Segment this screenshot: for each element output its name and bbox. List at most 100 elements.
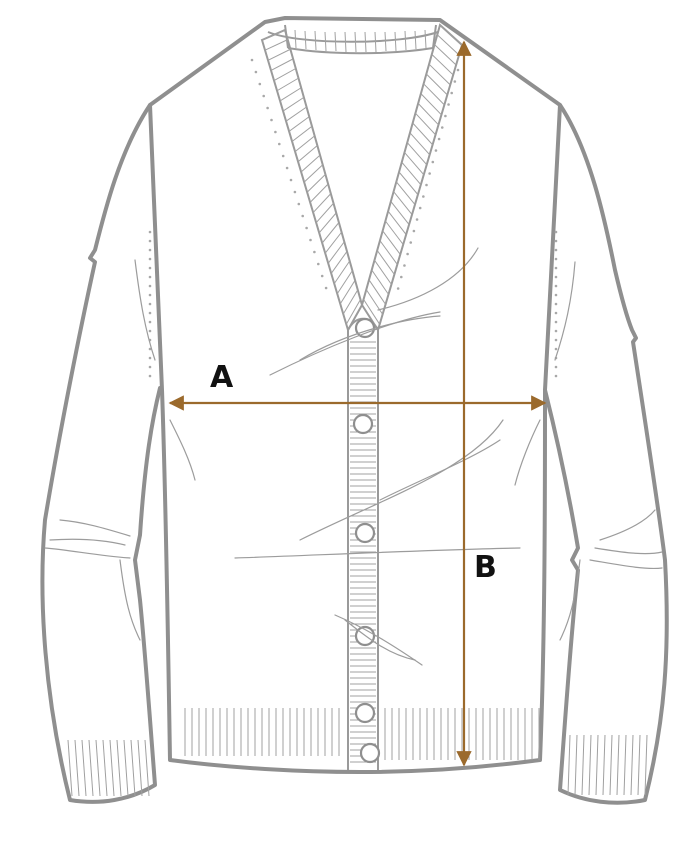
neck-rib bbox=[261, 29, 286, 41]
stitch-dot bbox=[554, 257, 558, 261]
stitch-dot bbox=[453, 80, 457, 83]
cuff-rib bbox=[81, 739, 87, 797]
button bbox=[354, 317, 376, 339]
neck-rib bbox=[395, 181, 416, 205]
stitch-dot bbox=[148, 275, 152, 279]
stitch-dot bbox=[274, 130, 277, 134]
stitch-dot bbox=[444, 114, 447, 118]
neck-rib bbox=[330, 251, 348, 274]
hem-ribbing bbox=[184, 708, 540, 760]
cuff-rib bbox=[137, 739, 143, 797]
neck-rib bbox=[412, 122, 433, 146]
stitch-dot bbox=[148, 284, 152, 288]
neck-rib bbox=[270, 58, 294, 71]
stitch-dot bbox=[148, 293, 152, 297]
neck-rib bbox=[393, 191, 413, 215]
neck-rib bbox=[288, 116, 310, 132]
neck-rib bbox=[309, 183, 329, 203]
neck-rib bbox=[431, 54, 454, 76]
neck-rib bbox=[387, 210, 407, 235]
neck-rib bbox=[385, 220, 404, 245]
cuff-rib bbox=[609, 734, 613, 796]
cardigan-buttons bbox=[352, 317, 381, 764]
neck-rib bbox=[291, 125, 313, 142]
neck-rib bbox=[333, 260, 351, 284]
stitch-dot bbox=[148, 356, 152, 360]
back-collar bbox=[267, 24, 439, 55]
cardigan-illustration bbox=[40, 16, 669, 805]
neck-rib bbox=[379, 240, 398, 265]
neck-rib bbox=[279, 87, 302, 102]
stitch-dot bbox=[301, 214, 305, 218]
neck-rib bbox=[282, 96, 305, 112]
stitch-dot bbox=[554, 302, 558, 306]
cuff-rib bbox=[74, 739, 80, 797]
neck-rib bbox=[336, 270, 353, 295]
stitch-dot bbox=[554, 374, 558, 378]
neck-rib bbox=[420, 93, 442, 116]
neck-rib bbox=[303, 164, 324, 183]
neck-rib bbox=[321, 222, 340, 244]
stitch-dot bbox=[396, 287, 400, 290]
stitch-dot bbox=[554, 347, 558, 351]
stitch-dot bbox=[554, 284, 558, 288]
neck-rib bbox=[306, 174, 326, 193]
neck-rib bbox=[371, 269, 389, 295]
stitch-dot bbox=[554, 239, 558, 243]
neck-rib bbox=[436, 34, 460, 56]
stitch-dot bbox=[415, 218, 419, 221]
neck-rib bbox=[423, 83, 445, 106]
neck-rib bbox=[401, 161, 422, 185]
stitch-dot bbox=[320, 274, 324, 278]
neck-rib bbox=[404, 152, 425, 176]
neck-rib bbox=[434, 44, 457, 66]
neck-rib bbox=[382, 230, 401, 255]
neck-rib bbox=[425, 73, 448, 96]
stitch-dot bbox=[148, 302, 152, 306]
stitch-dot bbox=[148, 311, 152, 315]
stitch-dot bbox=[400, 275, 403, 279]
cuff-rib bbox=[581, 734, 585, 796]
left-neck-band bbox=[260, 28, 364, 333]
stitch-dot bbox=[422, 195, 425, 198]
stitch-dot bbox=[148, 248, 152, 252]
stitch-dot bbox=[412, 229, 416, 233]
neck-rib bbox=[342, 289, 359, 315]
neck-rib bbox=[285, 106, 307, 122]
stitch-dot bbox=[403, 264, 406, 267]
stitch-dot bbox=[418, 206, 422, 210]
stitch-dot bbox=[450, 91, 454, 95]
stitch-dot bbox=[554, 266, 558, 270]
stitch-dot bbox=[554, 338, 558, 342]
stitch-dot bbox=[313, 250, 316, 254]
neck-rib bbox=[374, 259, 392, 285]
button bbox=[354, 522, 376, 544]
neck-rib bbox=[345, 299, 361, 325]
stitch-dot bbox=[554, 329, 558, 333]
stitch-dot bbox=[437, 137, 441, 141]
placket-ribs bbox=[350, 341, 376, 763]
stitch-dot bbox=[270, 118, 273, 122]
neck-rib bbox=[312, 193, 332, 213]
cuff-ribbing bbox=[67, 734, 648, 797]
stitch-dot bbox=[148, 230, 152, 234]
stitch-dot bbox=[266, 106, 269, 110]
stitch-dot bbox=[262, 94, 266, 98]
stitch-dot bbox=[554, 311, 558, 315]
stitch-dot bbox=[148, 347, 152, 351]
neck-rib bbox=[417, 103, 439, 126]
stitch-dot bbox=[258, 82, 262, 86]
fabric-fold-lines bbox=[44, 247, 663, 666]
button bbox=[359, 742, 381, 764]
neck-rib bbox=[327, 241, 345, 264]
neck-rib bbox=[339, 279, 356, 305]
neck-rib bbox=[406, 142, 428, 166]
cuff-rib bbox=[602, 734, 606, 796]
measurement-a-label: A bbox=[210, 360, 234, 395]
neck-rib bbox=[415, 112, 436, 136]
cuff-rib bbox=[88, 739, 94, 797]
stitch-dot bbox=[554, 248, 558, 252]
cardigan-body bbox=[148, 16, 562, 774]
stitch-dot bbox=[285, 166, 289, 170]
stitch-dot bbox=[428, 172, 431, 175]
